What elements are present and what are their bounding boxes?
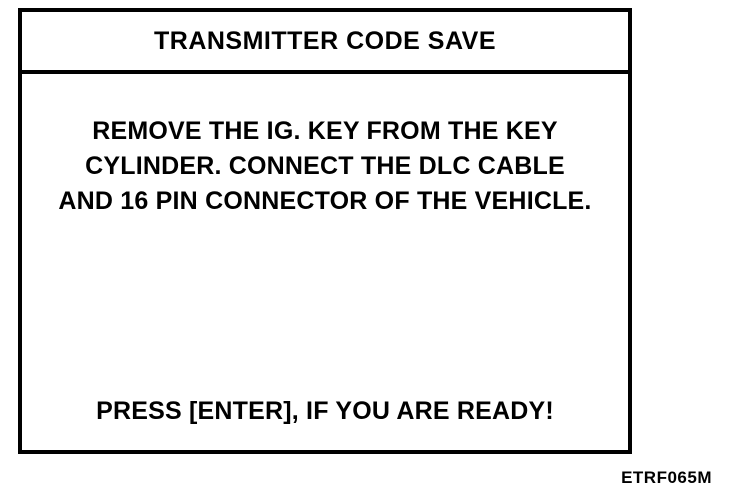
- screen-message: REMOVE THE IG. KEY FROM THE KEY CYLINDER…: [22, 114, 628, 219]
- message-line-3: AND 16 PIN CONNECTOR OF THE VEHICLE.: [58, 187, 592, 215]
- enter-prompt: PRESS [ENTER], IF YOU ARE READY!: [96, 397, 554, 425]
- screen-title-bar: TRANSMITTER CODE SAVE: [22, 12, 628, 74]
- message-line-2: CYLINDER. CONNECT THE DLC CABLE: [85, 152, 565, 180]
- screen-title: TRANSMITTER CODE SAVE: [154, 26, 496, 55]
- scan-tool-screen: TRANSMITTER CODE SAVE REMOVE THE IG. KEY…: [18, 8, 632, 454]
- message-line-1: REMOVE THE IG. KEY FROM THE KEY: [92, 117, 558, 145]
- figure-reference-code: ETRF065M: [621, 468, 712, 487]
